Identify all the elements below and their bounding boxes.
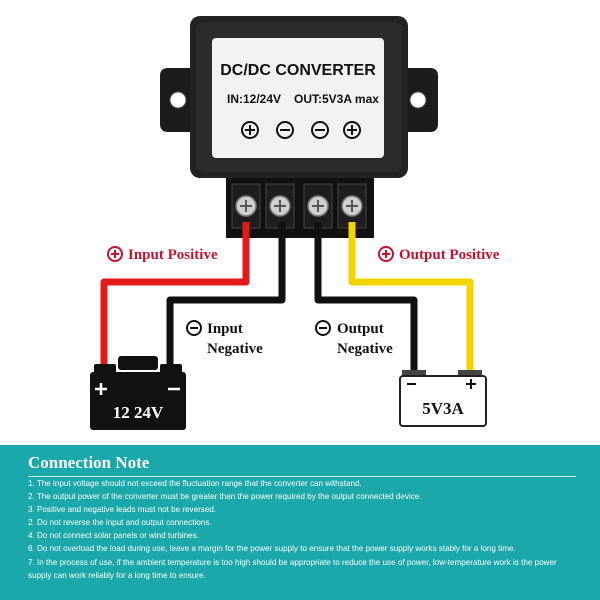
list-item: 4. Do not connect solar panels or wind t… xyxy=(28,531,199,541)
minus-circle-icon xyxy=(186,320,202,336)
input-positive-label: Input Positive xyxy=(128,247,218,263)
screw-icon xyxy=(307,195,329,217)
plus-circle-icon xyxy=(378,246,394,262)
list-item: 2. The output power of the converter mus… xyxy=(28,492,422,502)
connection-note-title: Connection Note xyxy=(28,453,150,472)
plus-circle-icon xyxy=(241,121,259,139)
output-negative-label-line1: Output xyxy=(337,321,384,337)
converter-output-spec: OUT:5V3A max xyxy=(294,92,379,106)
output-negative-label-line2: Negative xyxy=(337,341,393,357)
list-item: 2. Do not reverse the input and output c… xyxy=(28,518,212,528)
minus-circle-icon xyxy=(276,121,294,139)
list-item: 7. In the process of use, if the ambient… xyxy=(28,557,557,580)
battery-icon xyxy=(90,356,186,430)
connection-note-list: 1. The input voltage should not exceed t… xyxy=(28,477,580,582)
converter-title: DC/DC CONVERTER xyxy=(220,62,376,79)
input-negative-label-line2: Negative xyxy=(207,341,263,357)
minus-circle-icon xyxy=(311,121,329,139)
plus-circle-icon xyxy=(343,121,361,139)
output-positive-wire xyxy=(348,222,474,375)
input-negative-wire xyxy=(166,222,286,372)
input-positive-wire xyxy=(100,222,250,372)
converter-label-sticker xyxy=(212,38,384,158)
wiring-diagram: DC/DC CONVERTER IN:12/24V OUT:5V3A max I… xyxy=(90,16,500,430)
output-negative-wire xyxy=(314,222,418,375)
list-item: 6. Do not overload the load during use, … xyxy=(28,544,516,554)
load-label: 5V3A xyxy=(422,399,464,418)
output-positive-label: Output Positive xyxy=(399,247,500,263)
load-icon xyxy=(399,370,487,427)
battery-label: 12 24V xyxy=(113,403,164,422)
list-item: 1. The input voltage should not exceed t… xyxy=(28,479,362,488)
minus-circle-icon xyxy=(315,320,331,336)
list-item: 3. Positive and negative leads must not … xyxy=(28,505,217,515)
plus-circle-icon xyxy=(107,246,123,262)
connection-note-divider xyxy=(28,476,576,477)
screw-icon xyxy=(341,195,363,217)
connection-note-panel: Connection Note 1. The input voltage sho… xyxy=(0,445,600,600)
screw-icon xyxy=(269,195,291,217)
input-negative-label-line1: Input xyxy=(207,321,243,337)
converter-input-spec: IN:12/24V xyxy=(227,92,281,106)
screw-icon xyxy=(235,195,257,217)
